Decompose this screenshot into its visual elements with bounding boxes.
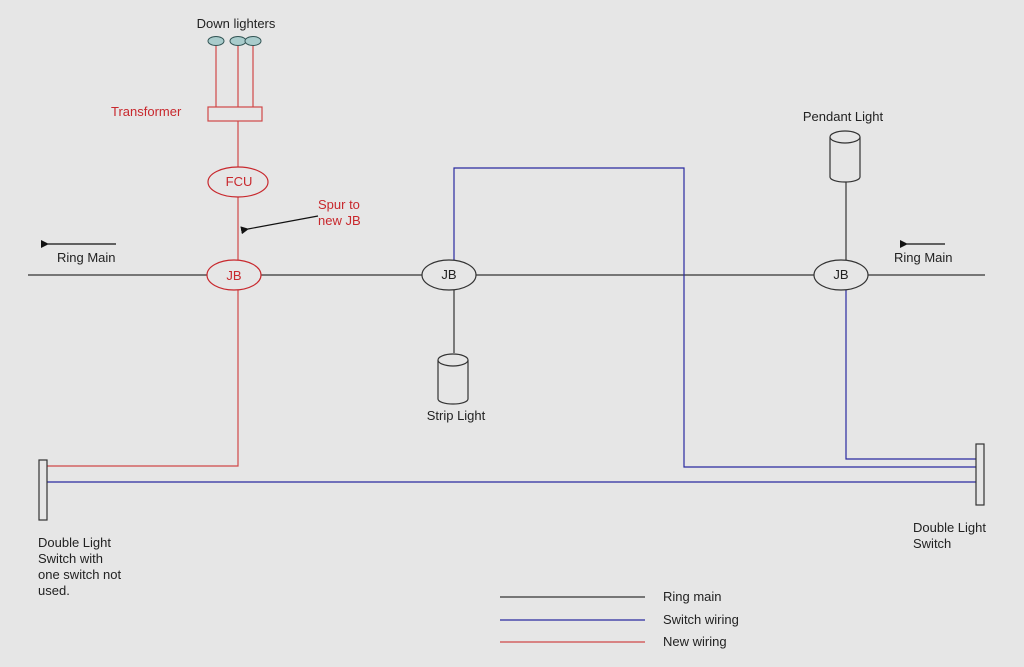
spur-arrow: [240, 215, 319, 235]
legend-item-new-wiring: New wiring: [663, 634, 727, 649]
downlighter-icon: [244, 36, 262, 46]
right-switch-label: Double Light Switch: [913, 520, 986, 551]
switch-wire-right-jb: [845, 290, 976, 460]
pendant-light-label: Pendant Light: [802, 109, 884, 124]
jb-to-left-switch-wire: [47, 289, 239, 467]
ring-main-right-label: Ring Main: [894, 250, 953, 265]
downlighter-icon: [229, 36, 247, 46]
jb-new-ellipse: [206, 259, 262, 291]
left-double-switch: [38, 459, 48, 521]
spur-note-label: Spur to new JB: [318, 197, 361, 228]
ring-main-left-label: Ring Main: [57, 250, 116, 265]
pendant-light-icon: [829, 130, 861, 183]
jb-right-label: JB: [833, 267, 849, 282]
left-switch-label: Double Light Switch with one switch not …: [38, 535, 122, 598]
strip-light-icon: [437, 353, 469, 405]
downlighter-icon: [207, 36, 225, 46]
jb-middle-label: JB: [441, 267, 457, 282]
strip-light-label: Strip Light: [426, 408, 486, 423]
fcu-label: FCU: [225, 174, 253, 189]
transformer-label: Transformer: [111, 104, 182, 119]
right-double-switch: [975, 443, 985, 506]
jb-right-ellipse: [813, 259, 869, 291]
legend-item-ring-main: Ring main: [663, 589, 722, 604]
transformer-box: [207, 106, 263, 122]
jb-new-label: JB: [226, 268, 242, 283]
jb-middle-ellipse: [421, 259, 477, 291]
switch-wire-middle-jb: [453, 167, 976, 468]
legend-item-switch-wiring: Switch wiring: [663, 612, 739, 627]
fcu-ellipse: [207, 166, 269, 198]
down-lighters-label: Down lighters: [196, 16, 276, 31]
downlighters: [207, 36, 262, 46]
